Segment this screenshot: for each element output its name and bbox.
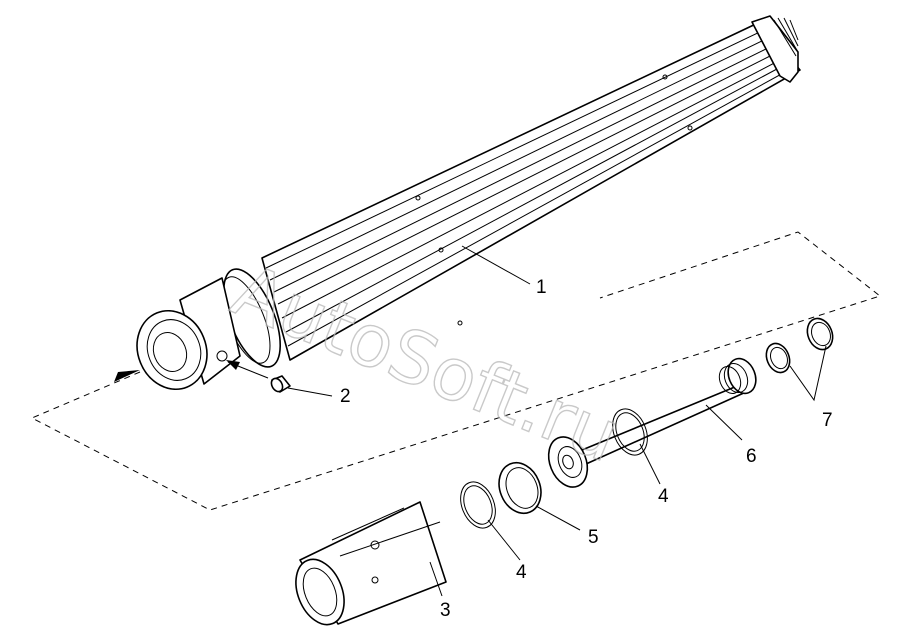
insertion-arrow-icon (114, 370, 140, 382)
part-1-splined-shaft (136, 15, 801, 391)
shaft-end-face (136, 309, 208, 391)
part-2-plug (226, 360, 291, 393)
assembly-guide-dashed (30, 231, 882, 511)
leader-lines (287, 245, 827, 597)
callout-3: 3 (440, 600, 451, 621)
insertion-arrow-icon (226, 360, 240, 370)
callout-4-upper: 4 (658, 486, 669, 507)
threaded-end (751, 15, 799, 83)
part-4-snap-ring-upper (612, 408, 648, 456)
callout-4-lower: 4 (516, 562, 527, 583)
part-7-seal-rings (765, 317, 834, 374)
part-6-piston-rod (547, 357, 757, 488)
part-5-ring (498, 461, 542, 515)
callout-7: 7 (822, 410, 833, 431)
callout-6: 6 (746, 446, 757, 467)
callout-5: 5 (588, 527, 599, 548)
spline-grooves (265, 29, 797, 347)
callout-1: 1 (536, 277, 547, 298)
part-4-snap-ring-lower (460, 481, 496, 529)
part-3-sleeve (295, 501, 447, 626)
callout-2: 2 (340, 386, 351, 407)
callout-labels: 1 2 3 4 4 5 6 7 (340, 277, 833, 621)
